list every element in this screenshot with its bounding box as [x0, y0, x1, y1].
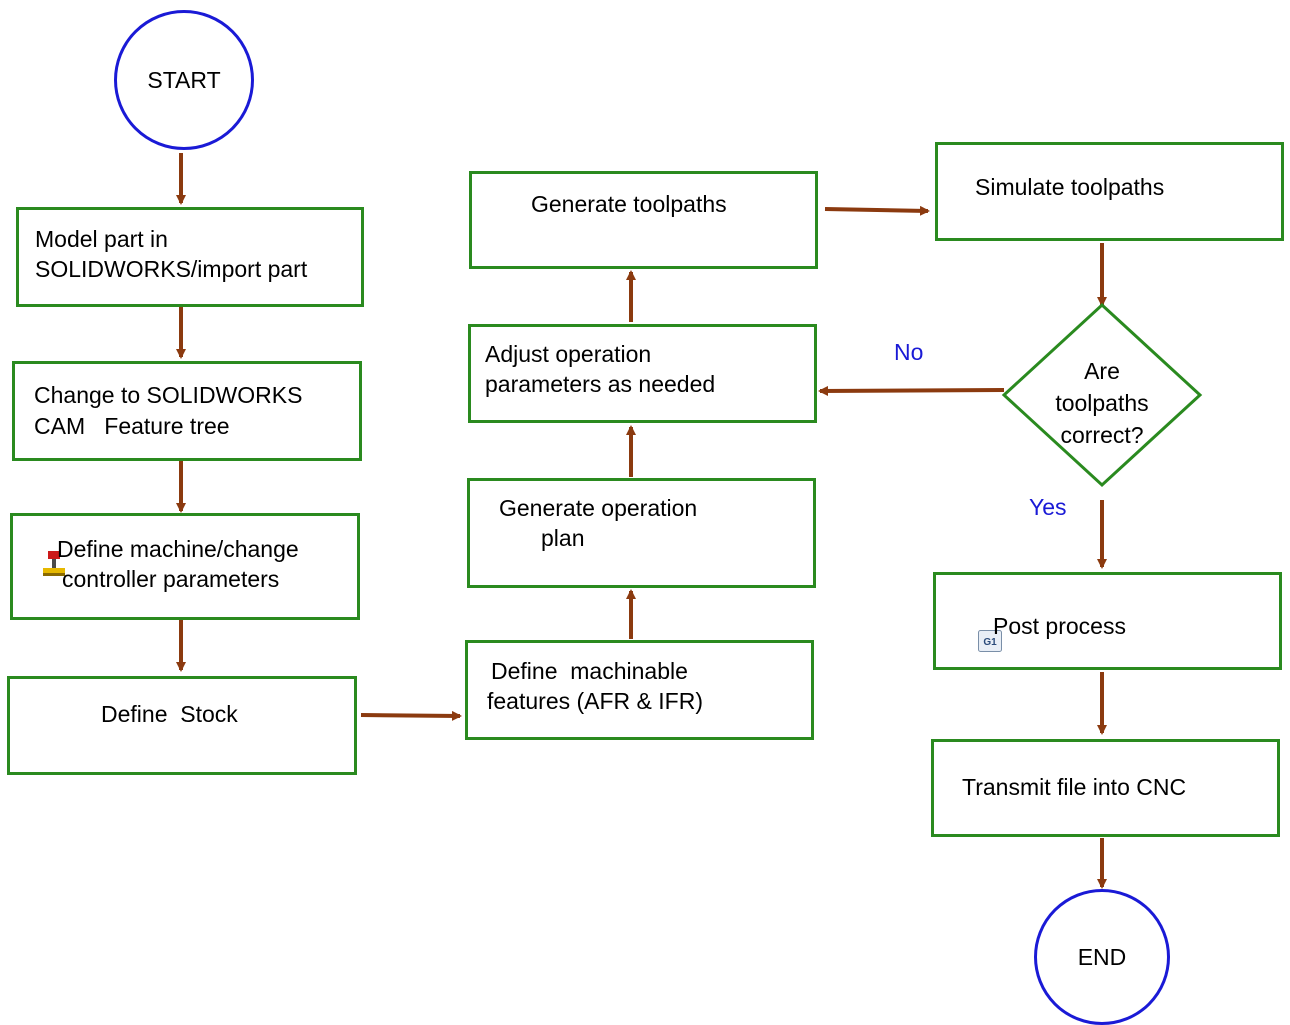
change-cam-box: Change to SOLIDWORKS CAM Feature tree — [12, 361, 362, 461]
generate-operation-plan-line2: plan — [541, 525, 585, 551]
decision-diamond — [1001, 302, 1203, 488]
generate-toolpaths-box: Generate toolpaths — [469, 171, 818, 269]
start-node: START — [114, 10, 254, 150]
generate-toolpaths-label: Generate toolpaths — [531, 191, 727, 217]
start-label: START — [147, 66, 221, 93]
model-part-line1: Model part in — [35, 226, 168, 252]
adjust-parameters-line2: parameters as needed — [485, 371, 716, 397]
g1-icon: G1 — [952, 599, 1002, 689]
end-node: END — [1034, 889, 1170, 1025]
post-process-box: G1 Post process — [933, 572, 1282, 670]
define-machine-line2: controller parameters — [62, 566, 280, 592]
arrow-generate-to-simulate — [824, 205, 930, 216]
yes-label: Yes — [1029, 494, 1067, 520]
define-features-box: Define machinable features (AFR & IFR) — [465, 640, 814, 740]
model-part-line2: SOLIDWORKS/import part — [35, 256, 308, 282]
adjust-parameters-line1: Adjust operation — [485, 341, 652, 367]
decision-text: Are toolpaths correct? — [1042, 355, 1162, 451]
simulate-toolpaths-box: Simulate toolpaths — [935, 142, 1284, 241]
no-label: No — [894, 339, 924, 365]
model-part-box: Model part in SOLIDWORKS/import part — [16, 207, 364, 307]
generate-operation-plan-box: Generate operation plan — [467, 478, 816, 588]
arrow-stock-to-features — [360, 710, 462, 721]
transmit-box: Transmit file into CNC — [931, 739, 1280, 837]
decision-line2: toolpaths — [1055, 390, 1149, 416]
generate-operation-plan-line1: Generate operation — [499, 495, 698, 521]
define-stock-box: Define Stock — [7, 676, 357, 775]
define-machine-line1: Define machine/change — [57, 536, 299, 562]
post-process-label: Post process — [993, 613, 1126, 639]
decision-line1: Are — [1084, 358, 1120, 384]
machine-icon — [16, 520, 66, 615]
adjust-parameters-box: Adjust operation parameters as needed — [468, 324, 817, 423]
simulate-toolpaths-label: Simulate toolpaths — [975, 174, 1165, 200]
g1-icon-text: G1 — [983, 637, 997, 648]
define-features-line2: features (AFR & IFR) — [487, 688, 703, 714]
change-cam-line2: CAM Feature tree — [34, 413, 230, 439]
define-stock-label: Define Stock — [101, 701, 238, 727]
end-label: END — [1077, 943, 1127, 970]
decision-line3: correct? — [1060, 422, 1144, 448]
change-cam-line1: Change to SOLIDWORKS — [34, 382, 303, 408]
transmit-label: Transmit file into CNC — [962, 774, 1187, 800]
arrow-decision-to-adjust — [818, 385, 1005, 396]
define-machine-box: Define machine/change controller paramet… — [10, 513, 360, 620]
define-features-line1: Define machinable — [491, 658, 688, 684]
